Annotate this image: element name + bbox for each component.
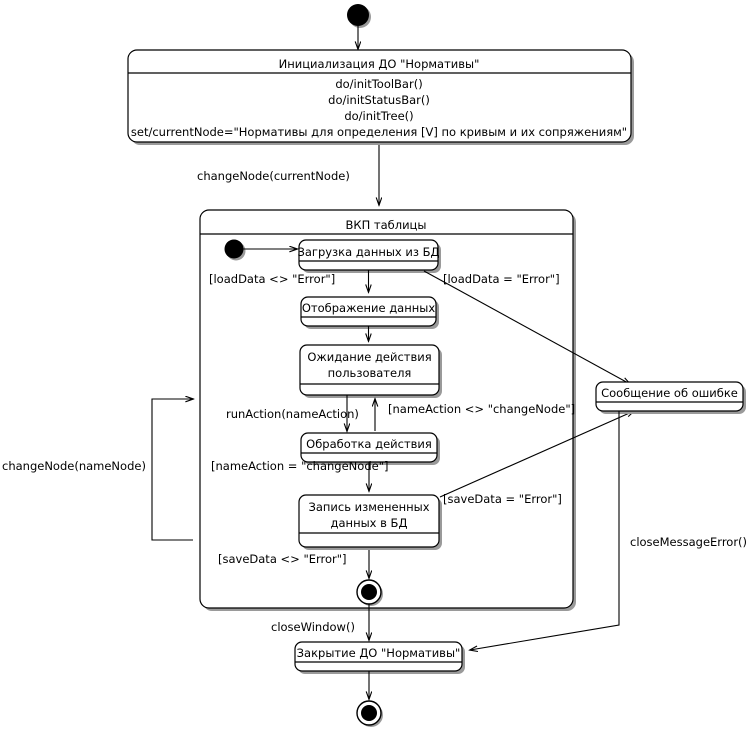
state-error-message-title: Сообщение об ошибке — [601, 386, 738, 400]
initial-node-top — [347, 4, 371, 28]
transition-save-to-final-label: [saveData <> "Error"] — [218, 552, 347, 566]
state-composite-table-title: ВКП таблицы — [346, 218, 427, 232]
initial-node-inner — [224, 239, 246, 261]
state-composite-table[interactable]: ВКП таблицы — [199, 209, 576, 611]
state-init-do-action-2: do/initStatusBar() — [328, 93, 430, 107]
state-load-data-title: Загрузка данных из БД — [297, 245, 439, 259]
state-init-do-title: Инициализация ДО "Нормативы" — [279, 57, 480, 71]
state-close-do[interactable]: Закрытие ДО "Нормативы" — [294, 641, 465, 674]
state-init-do-action-4: set/currentNode="Нормативы для определен… — [131, 125, 627, 139]
state-process-action[interactable]: Обработка действия — [300, 432, 440, 465]
state-wait-action-title-line1: Ожидание действия — [307, 350, 431, 364]
transition-save-to-error — [439, 411, 634, 498]
state-wait-action[interactable]: Ожидание действия пользователя — [299, 344, 442, 398]
state-load-data[interactable]: Загрузка данных из БД — [297, 239, 441, 273]
state-error-message[interactable]: Сообщение об ошибке — [595, 381, 746, 414]
state-save-data[interactable]: Запись измененных данных в БД — [298, 494, 442, 550]
transition-load-to-show-label: [loadData <> "Error"] — [209, 272, 335, 286]
state-show-data-title: Отображение данных — [302, 301, 436, 315]
state-init-do-action-1: do/initToolBar() — [335, 77, 422, 91]
transition-save-to-error-label: [saveData = "Error"] — [443, 492, 562, 506]
transition-error-to-close — [470, 411, 620, 650]
transition-process-to-wait-label: [nameAction <> "changeNode"] — [388, 402, 575, 416]
state-close-do-title: Закрытие ДО "Нормативы" — [297, 646, 461, 660]
state-save-data-title-line2: данных в БД — [331, 516, 408, 530]
transition-init-to-composite-label: changeNode(currentNode) — [197, 169, 350, 183]
transition-error-to-close-label: closeMessageError() — [630, 535, 747, 549]
state-wait-action-title-line2: пользователя — [328, 366, 412, 380]
state-process-action-title: Обработка действия — [306, 437, 432, 451]
transition-composite-self-loop-label: changeNode(nameNode) — [2, 459, 146, 473]
state-init-do-action-3: do/initTree() — [344, 109, 413, 123]
state-show-data[interactable]: Отображение данных — [300, 296, 439, 329]
transition-load-to-error — [423, 270, 630, 384]
final-node-bottom — [356, 700, 383, 727]
state-init-do[interactable]: Инициализация ДО "Нормативы" do/initTool… — [127, 49, 634, 145]
transition-load-to-error-label: [loadData = "Error"] — [443, 272, 560, 286]
transition-composite-self-loop — [151, 399, 193, 541]
state-save-data-title-line1: Запись измененных — [308, 500, 429, 514]
final-node-inner — [356, 579, 383, 606]
transition-final-to-close-label: closeWindow() — [271, 620, 355, 634]
transition-process-to-save-label: [nameAction = "changeNode"] — [211, 459, 388, 473]
transition-wait-to-process-label: runAction(nameAction) — [226, 407, 359, 421]
